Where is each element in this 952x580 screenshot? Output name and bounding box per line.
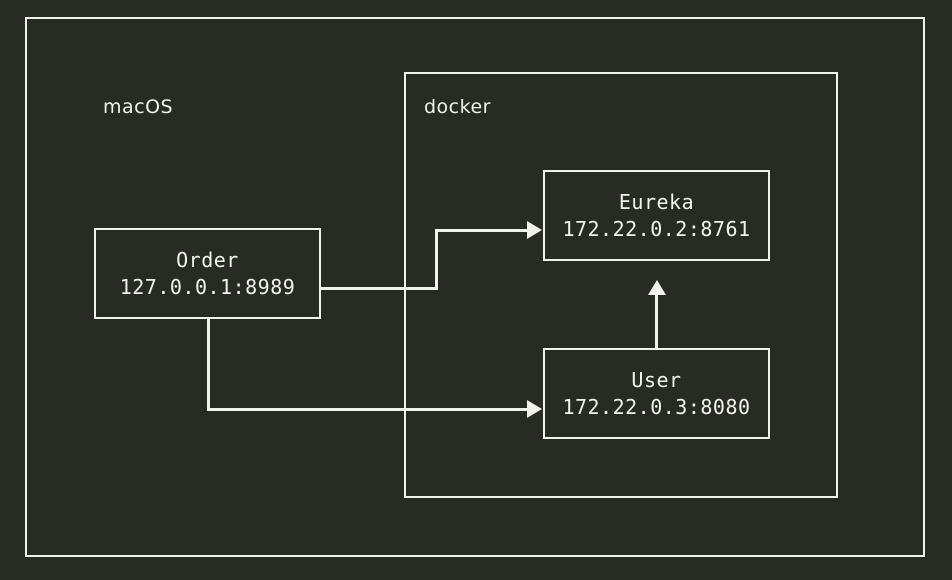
arrowhead-up-icon-user-to-eureka	[648, 280, 666, 295]
node-order-name: Order	[176, 247, 239, 272]
container-macos	[25, 17, 925, 557]
connector-order-to-eureka-segment-h1	[321, 287, 438, 290]
connector-order-to-eureka-segment-h2	[435, 229, 528, 232]
connector-order-to-eureka-segment-v	[435, 229, 438, 290]
node-eureka-name: Eureka	[618, 189, 695, 214]
container-macos-label: macOS	[103, 96, 174, 118]
node-user-name: User	[631, 367, 682, 392]
node-order-address: 127.0.0.1:8989	[119, 274, 296, 299]
node-order: Order 127.0.0.1:8989	[94, 228, 321, 319]
arrowhead-right-icon-order-to-user	[527, 400, 542, 418]
connector-user-to-eureka-segment-v	[655, 295, 658, 348]
arrowhead-right-icon-order-to-eureka	[527, 221, 542, 239]
connector-order-to-user-segment-h	[207, 408, 528, 411]
connector-order-to-user-segment-v	[207, 319, 210, 411]
node-user: User 172.22.0.3:8080	[543, 348, 770, 439]
container-docker	[404, 72, 838, 498]
container-docker-label: docker	[424, 96, 491, 118]
node-eureka-address: 172.22.0.2:8761	[562, 216, 751, 241]
node-eureka: Eureka 172.22.0.2:8761	[543, 170, 770, 261]
node-user-address: 172.22.0.3:8080	[562, 394, 751, 419]
